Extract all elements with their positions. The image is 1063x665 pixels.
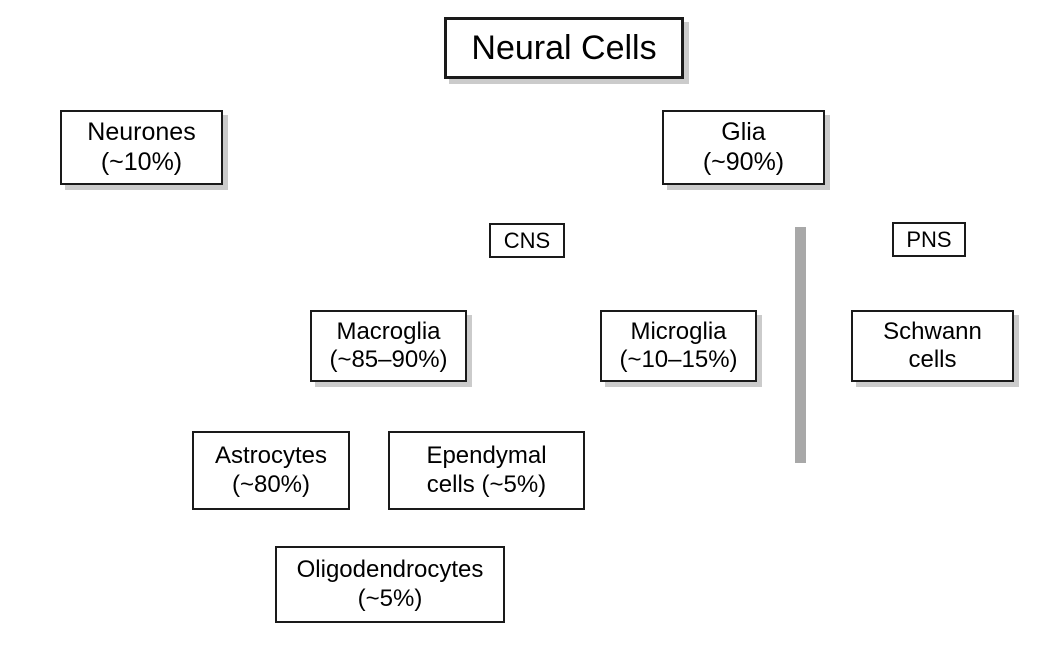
node-macroglia[interactable]: Macroglia (~85–90%) [310, 310, 467, 382]
node-glia[interactable]: Glia (~90%) [662, 110, 825, 185]
node-microglia[interactable]: Microglia (~10–15%) [600, 310, 757, 382]
node-neurones[interactable]: Neurones (~10%) [60, 110, 223, 185]
node-astrocytes[interactable]: Astrocytes (~80%) [192, 431, 350, 510]
node-oligodendrocytes[interactable]: Oligodendrocytes (~5%) [275, 546, 505, 623]
node-neural-cells[interactable]: Neural Cells [444, 17, 684, 79]
cns-pns-divider [795, 227, 806, 463]
node-schwann-cells[interactable]: Schwann cells [851, 310, 1014, 382]
node-ependymal-cells[interactable]: Ependymal cells (~5%) [388, 431, 585, 510]
node-pns[interactable]: PNS [892, 222, 966, 257]
node-cns[interactable]: CNS [489, 223, 565, 258]
